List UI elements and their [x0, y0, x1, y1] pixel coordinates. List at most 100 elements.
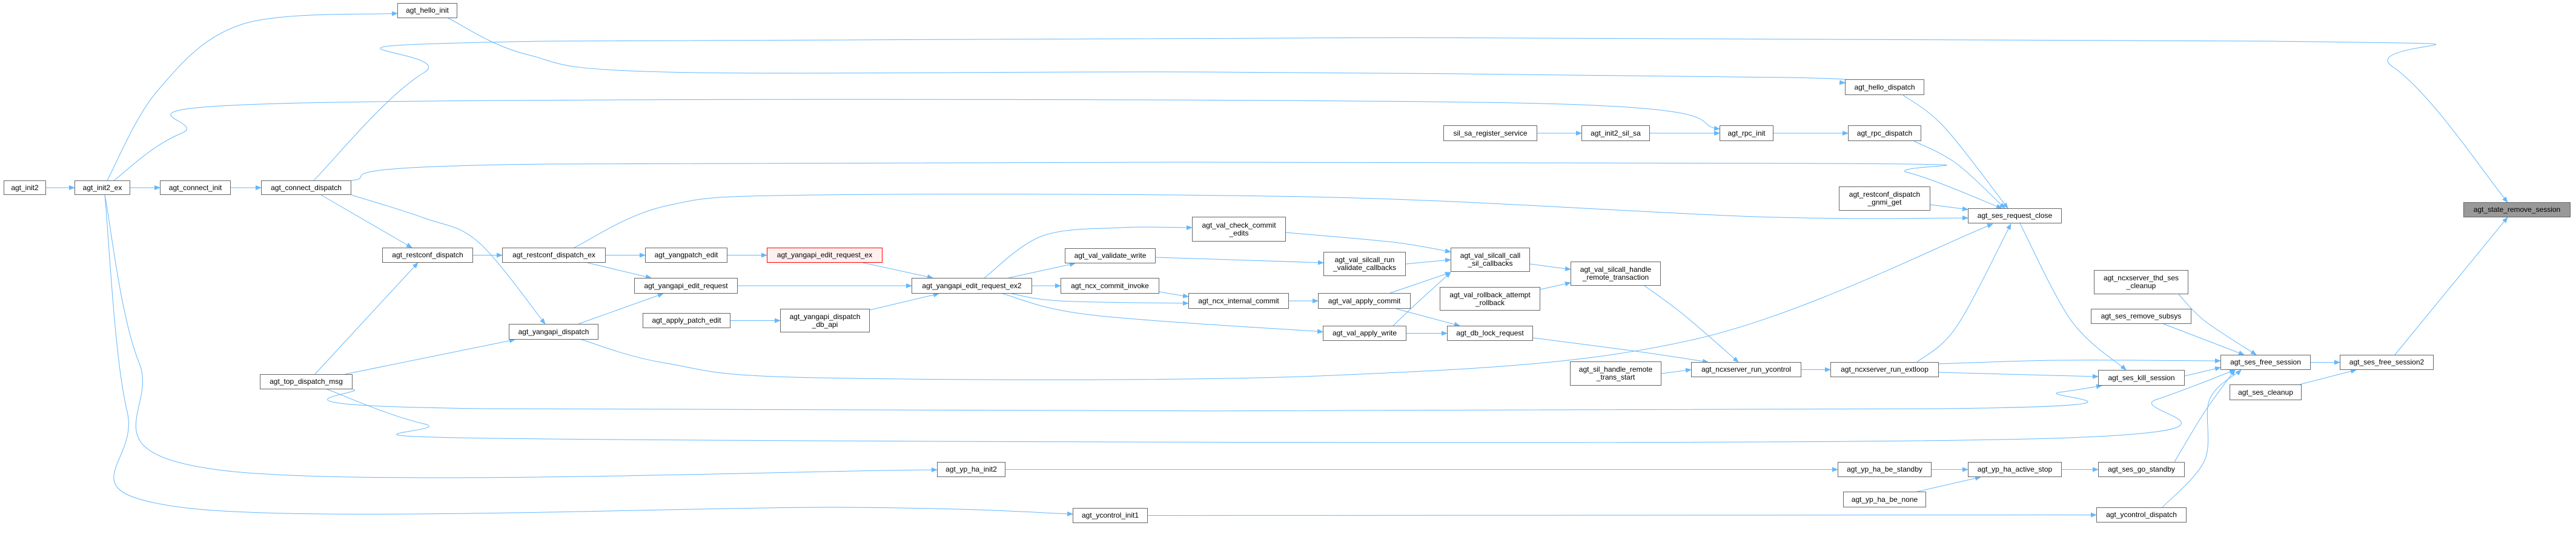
function-node-agt-db-lock-request[interactable]: agt_db_lock_request: [1447, 326, 1533, 341]
function-node-agt-val-apply-commit[interactable]: agt_val_apply_commit: [1318, 293, 1411, 309]
call-edge: [1389, 272, 1451, 294]
call-edge: [1661, 368, 1692, 374]
function-node-agt-sil-handle-remote-trans-start[interactable]: agt_sil_handle_remote_trans_start: [1570, 361, 1661, 386]
node-label: agt_ses_free_session: [2230, 358, 2301, 366]
function-node-agt-val-validate-write[interactable]: agt_val_validate_write: [1065, 248, 1156, 263]
call-edge: [1902, 94, 2008, 209]
function-node-agt-restconf-dispatch[interactable]: agt_restconf_dispatch: [382, 248, 473, 263]
call-edge: [2394, 217, 2508, 355]
node-label: agt_yangapi_dispatch: [789, 312, 861, 321]
function-node-agt-ses-remove-subsys[interactable]: agt_ses_remove_subsys: [2091, 309, 2191, 324]
function-node-agt-ses-free-session2[interactable]: agt_ses_free_session2: [2340, 355, 2434, 370]
node-label: agt_yp_ha_init2: [945, 465, 997, 473]
call-edge: [2299, 369, 2357, 385]
function-node-agt-val-check-commit-edits[interactable]: agt_val_check_commit_edits: [1192, 217, 1286, 242]
function-node-agt-ncx-commit-invoke[interactable]: agt_ncx_commit_invoke: [1061, 278, 1159, 294]
node-label: agt_ses_go_standby: [2108, 465, 2175, 473]
function-node-agt-ncxserver-run-extloop[interactable]: agt_ncxserver_run_extloop: [1830, 362, 1939, 377]
function-node-agt-ses-request-close[interactable]: agt_ses_request_close: [1968, 208, 2062, 223]
node-label: agt_val_rollback_attempt: [1449, 290, 1531, 299]
function-node-agt-hello-dispatch[interactable]: agt_hello_dispatch: [1845, 79, 1924, 95]
call-edge: [1916, 476, 1981, 492]
function-node-agt-yp-ha-init2[interactable]: agt_yp_ha_init2: [937, 462, 1005, 477]
node-label: agt_ycontrol_dispatch: [2106, 510, 2177, 519]
node-label: agt_ses_request_close: [1977, 211, 2053, 220]
node-label: _db_api: [812, 320, 838, 329]
function-node-agt-rpc-dispatch[interactable]: agt_rpc_dispatch: [1848, 125, 1921, 141]
function-node-agt-init2-ex[interactable]: agt_init2_ex: [74, 180, 130, 195]
call-edge: [2178, 294, 2257, 355]
node-label: agt_connect_dispatch: [271, 183, 342, 192]
function-node-agt-ycontrol-dispatch[interactable]: agt_ycontrol_dispatch: [2096, 507, 2187, 522]
node-label: agt_ses_remove_subsys: [2101, 312, 2182, 320]
function-node-agt-ses-free-session[interactable]: agt_ses_free_session: [2220, 355, 2311, 370]
function-node-agt-apply-patch-edit[interactable]: agt_apply_patch_edit: [643, 313, 730, 328]
call-edge: [1159, 291, 1189, 298]
node-label: agt_yp_ha_be_none: [1851, 495, 1918, 504]
node-label: agt_restconf_dispatch: [392, 251, 463, 259]
function-node-agt-init2[interactable]: agt_init2: [4, 180, 46, 195]
function-node-agt-val-apply-write[interactable]: agt_val_apply_write: [1323, 326, 1406, 341]
call-edge: [1540, 282, 1571, 290]
function-node-agt-yangpatch-edit[interactable]: agt_yangpatch_edit: [645, 248, 727, 263]
call-edge: [1396, 308, 1460, 327]
function-node-agt-ses-cleanup[interactable]: agt_ses_cleanup: [2230, 384, 2302, 400]
function-node-agt-ycontrol-init1[interactable]: agt_ycontrol_init1: [1073, 508, 1148, 523]
function-node-agt-yp-ha-be-none[interactable]: agt_yp_ha_be_none: [1843, 492, 1926, 507]
call-edge: [326, 369, 2236, 443]
function-node-agt-val-silcall-handle-remote-transaction[interactable]: agt_val_silcall_handle_remote_transactio…: [1571, 262, 1661, 286]
node-label: agt_ses_cleanup: [2238, 387, 2293, 397]
call-edge: [1938, 358, 2221, 364]
node-label: agt_rpc_init: [1727, 128, 1766, 137]
call-edge: [1913, 140, 2005, 209]
node-label: agt_ses_kill_session: [2108, 373, 2175, 382]
call-edge: [320, 194, 412, 248]
function-node-agt-yangapi-dispatch[interactable]: agt_yangapi_dispatch: [509, 324, 598, 340]
function-node-agt-yangapi-edit-request-ex[interactable]: agt_yangapi_edit_request_ex: [767, 248, 882, 263]
call-edge: [1008, 262, 1076, 279]
function-node-agt-ses-kill-session[interactable]: agt_ses_kill_session: [2098, 370, 2185, 386]
node-label: agt_ncxserver_run_extloop: [1841, 365, 1929, 374]
call-edge: [869, 292, 939, 311]
function-node-agt-val-silcall-run-validate-callbacks[interactable]: agt_val_silcall_run_validate_callbacks: [1323, 252, 1406, 276]
call-edge: [1529, 263, 1571, 271]
node-label: agt_ncxserver_run_ycontrol: [1701, 365, 1792, 374]
call-edge: [327, 384, 2102, 412]
function-node-agt-top-dispatch-msg[interactable]: agt_top_dispatch_msg: [260, 374, 353, 389]
function-node-agt-connect-dispatch[interactable]: agt_connect_dispatch: [261, 180, 351, 195]
function-node-agt-restconf-dispatch-gnmi-get[interactable]: agt_restconf_dispatch_gnmi_get: [1839, 186, 1930, 211]
call-edge: [1155, 257, 1324, 265]
node-label: agt_val_check_commit: [1202, 220, 1276, 229]
function-node-agt-yp-ha-be-standby[interactable]: agt_yp_ha_be_standby: [1838, 462, 1932, 477]
node-label: agt_init2: [11, 183, 39, 192]
function-node-agt-val-rollback-attempt-rollback[interactable]: agt_val_rollback_attempt_rollback: [1440, 287, 1540, 311]
node-label: agt_val_apply_write: [1332, 329, 1397, 337]
function-node-agt-yp-ha-active-stop[interactable]: agt_yp_ha_active_stop: [1968, 462, 2062, 477]
function-node-agt-ses-go-standby[interactable]: agt_ses_go_standby: [2098, 462, 2185, 477]
node-label: agt_init2_ex: [82, 183, 122, 192]
function-node-agt-yangapi-edit-request-ex2[interactable]: agt_yangapi_edit_request_ex2: [912, 278, 1032, 294]
function-node-agt-init2-sil-sa[interactable]: agt_init2_sil_sa: [1581, 125, 1650, 141]
function-node-agt-hello-init[interactable]: agt_hello_init: [397, 3, 457, 18]
function-node-agt-ncx-internal-commit[interactable]: agt_ncx_internal_commit: [1188, 293, 1289, 309]
function-node-agt-rpc-init[interactable]: agt_rpc_init: [1720, 125, 1773, 141]
node-label: agt_val_apply_commit: [1328, 296, 1401, 305]
node-label: agt_state_remove_session: [2473, 205, 2561, 214]
node-label: agt_connect_init: [168, 183, 222, 192]
call-edge: [2163, 323, 2245, 355]
function-node-agt-ncxserver-thd-ses-cleanup[interactable]: agt_ncxserver_thd_ses_cleanup: [2094, 270, 2188, 294]
function-node-agt-ncxserver-run-ycontrol[interactable]: agt_ncxserver_run_ycontrol: [1691, 362, 1801, 377]
function-node-agt-connect-init[interactable]: agt_connect_init: [160, 180, 231, 195]
call-edge: [2184, 366, 2221, 377]
node-label: _rollback: [1475, 298, 1505, 307]
function-node-agt-restconf-dispatch-ex[interactable]: agt_restconf_dispatch_ex: [502, 248, 606, 263]
node-label: agt_val_validate_write: [1074, 251, 1147, 260]
node-label: _cleanup: [2126, 282, 2156, 290]
node-label: agt_sil_handle_remote: [1578, 365, 1653, 374]
function-node-agt-yangapi-edit-request[interactable]: agt_yangapi_edit_request: [634, 278, 738, 294]
function-node-sil-sa-register-service[interactable]: sil_sa_register_service: [1443, 125, 1537, 141]
call-edge: [351, 162, 2002, 209]
function-node-agt-yangapi-dispatch-db-api[interactable]: agt_yangapi_dispatch_db_api: [780, 309, 870, 332]
function-node-agt-val-silcall-call-sil-callbacks[interactable]: agt_val_silcall_call_sil_callbacks: [1451, 248, 1530, 272]
